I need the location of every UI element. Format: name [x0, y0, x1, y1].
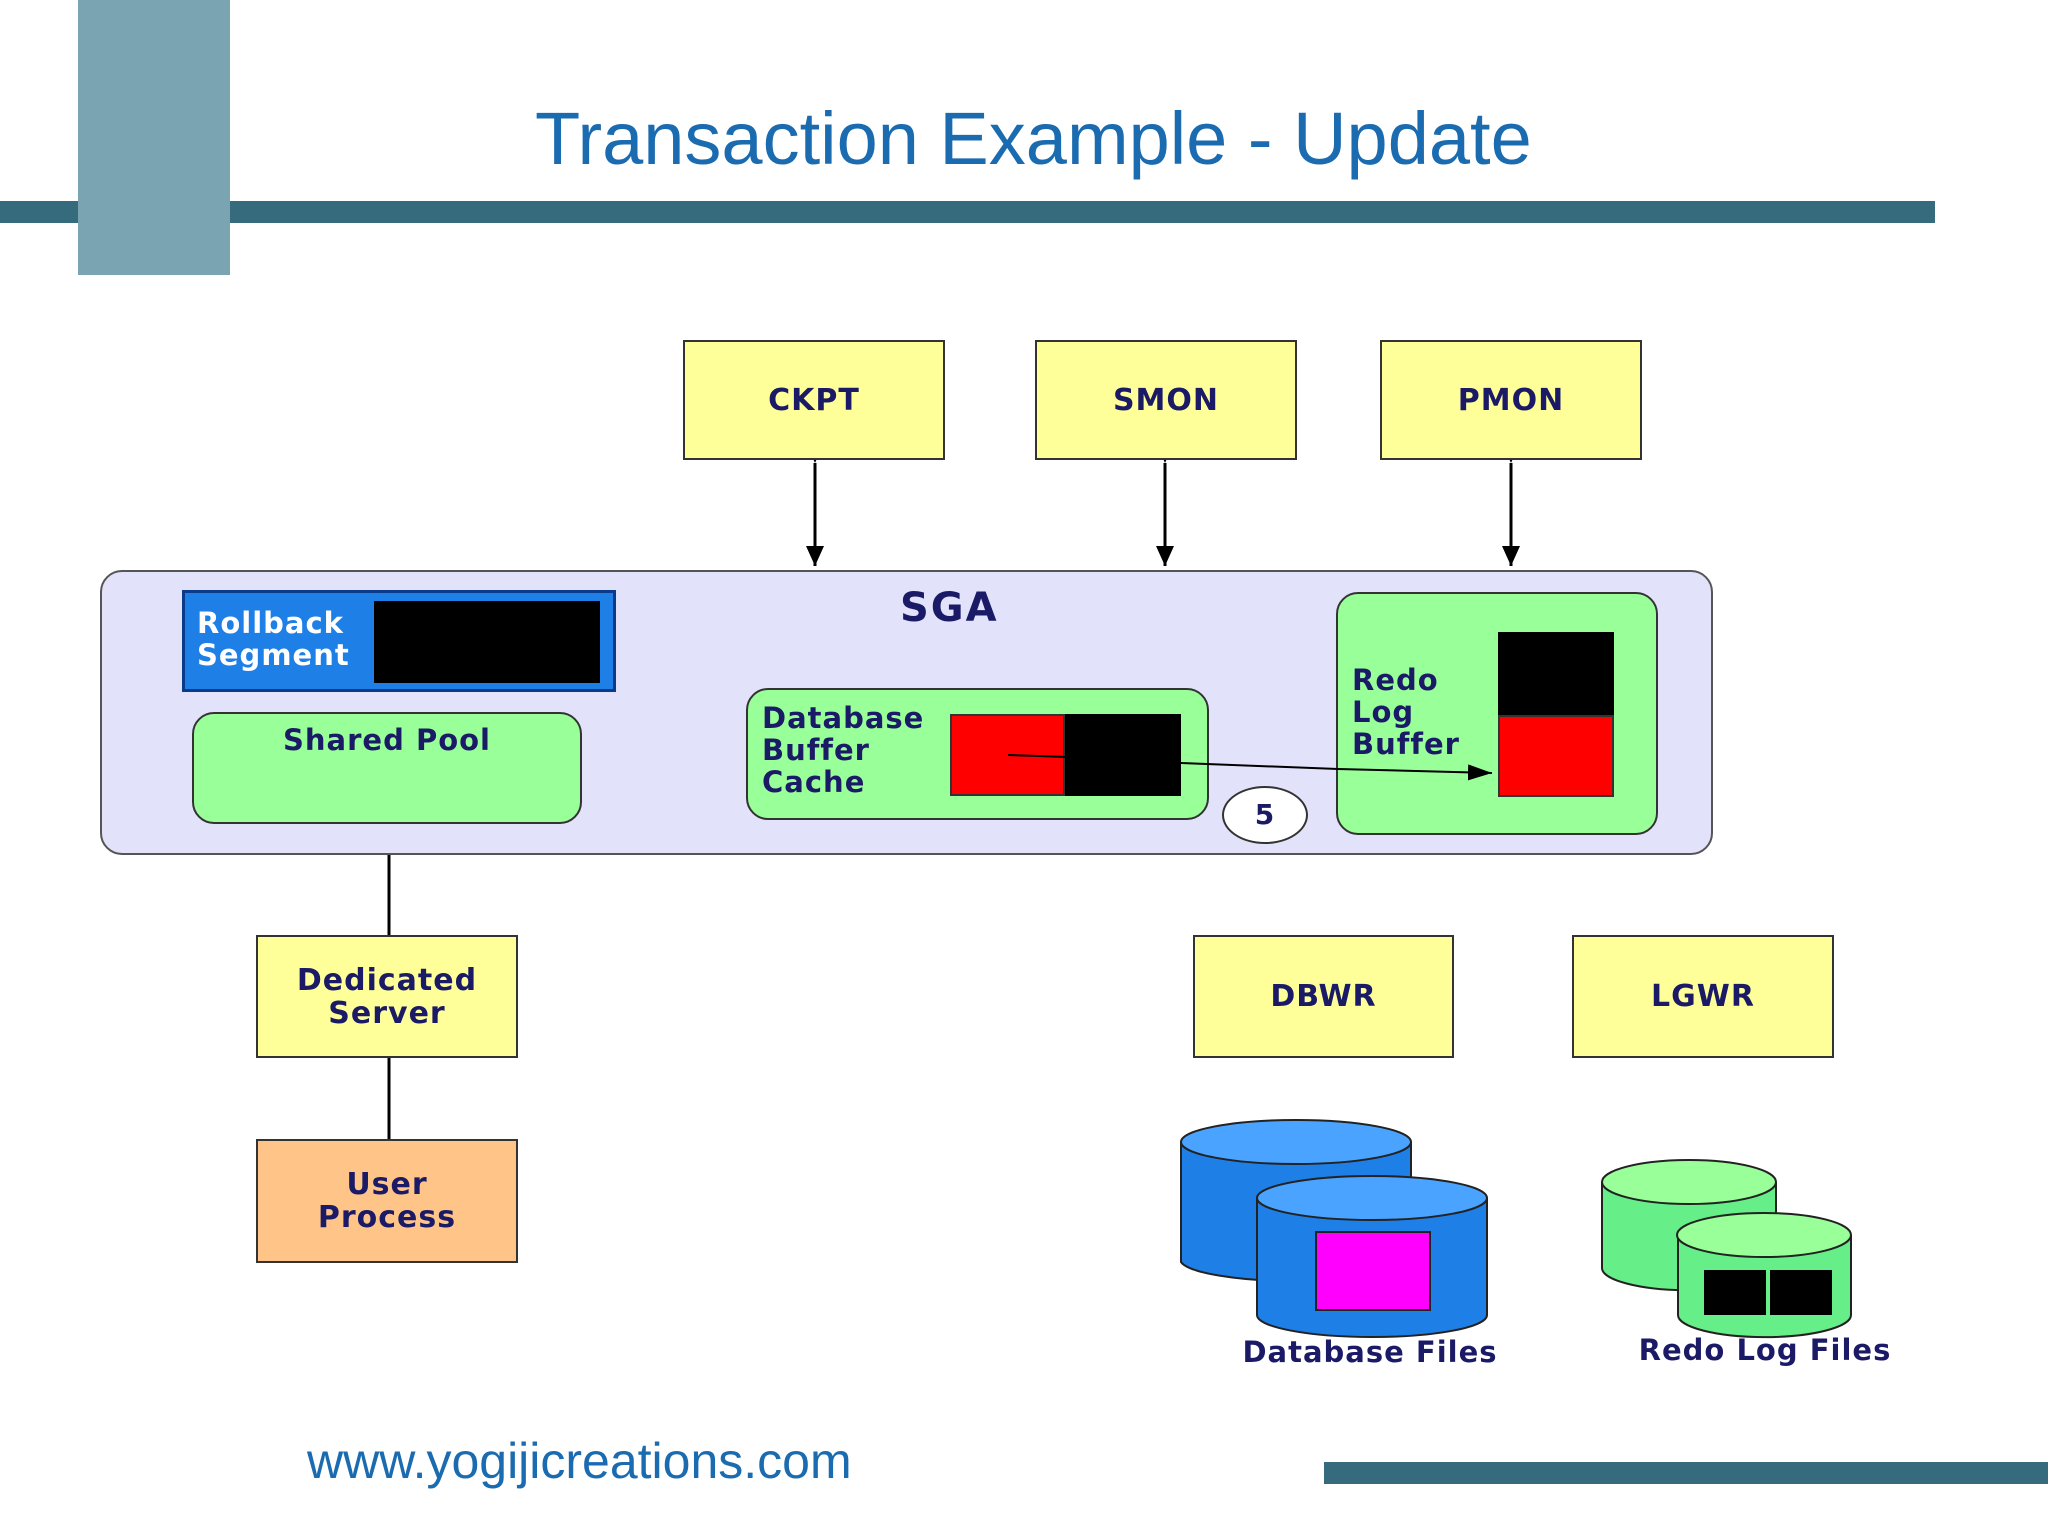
step-number: 5	[1254, 798, 1276, 831]
database-files-label: Database Files	[1242, 1335, 1498, 1369]
buffer-red-block	[950, 714, 1065, 796]
dbwr-box: DBWR	[1193, 935, 1454, 1058]
header-bar-overlap	[78, 201, 230, 223]
rollback-block	[374, 601, 600, 683]
dedicated-server-label: Dedicated Server	[296, 962, 478, 1031]
buffer-black-block	[1065, 714, 1181, 796]
sga-label: SGA	[900, 585, 999, 631]
dbwr-label: DBWR	[1270, 979, 1377, 1014]
step-number-badge: 5	[1222, 786, 1308, 844]
ckpt-box: CKPT	[683, 340, 945, 460]
redo-log-buffer: Redo Log Buffer	[1336, 592, 1658, 835]
footer-bar	[1324, 1462, 2048, 1484]
database-file-cylinder-front	[1256, 1175, 1488, 1338]
smon-box: SMON	[1035, 340, 1297, 460]
shared-pool: Shared Pool	[192, 712, 582, 824]
redo-log-files-icon	[1601, 1159, 1852, 1339]
accent-block	[78, 0, 230, 275]
footer-url: www.yogijicreations.com	[307, 1433, 852, 1489]
database-buffer-cache: Database Buffer Cache	[746, 688, 1209, 820]
pmon-label: PMON	[1457, 382, 1565, 418]
ckpt-label: CKPT	[768, 382, 860, 418]
redo-black-block	[1498, 632, 1614, 715]
rollback-segment: Rollback Segment	[182, 590, 616, 692]
shared-pool-label: Shared Pool	[283, 723, 491, 757]
redo-log-files-label: Redo Log Files	[1638, 1333, 1892, 1367]
database-files-icon	[1180, 1119, 1488, 1338]
redo-file-cylinder-front	[1676, 1212, 1852, 1339]
user-process-box: User Process	[256, 1139, 518, 1263]
user-process-label: User Process	[317, 1167, 457, 1235]
header-bar	[0, 201, 1935, 223]
lgwr-box: LGWR	[1572, 935, 1834, 1058]
redo-log-buffer-label: Redo Log Buffer	[1352, 663, 1460, 761]
database-buffer-cache-label: Database Buffer Cache	[762, 701, 925, 799]
smon-label: SMON	[1112, 382, 1220, 418]
pmon-box: PMON	[1380, 340, 1642, 460]
dedicated-server-box: Dedicated Server	[256, 935, 518, 1058]
rollback-segment-label: Rollback Segment	[197, 606, 350, 672]
redo-red-block	[1498, 715, 1614, 797]
lgwr-label: LGWR	[1651, 979, 1755, 1014]
